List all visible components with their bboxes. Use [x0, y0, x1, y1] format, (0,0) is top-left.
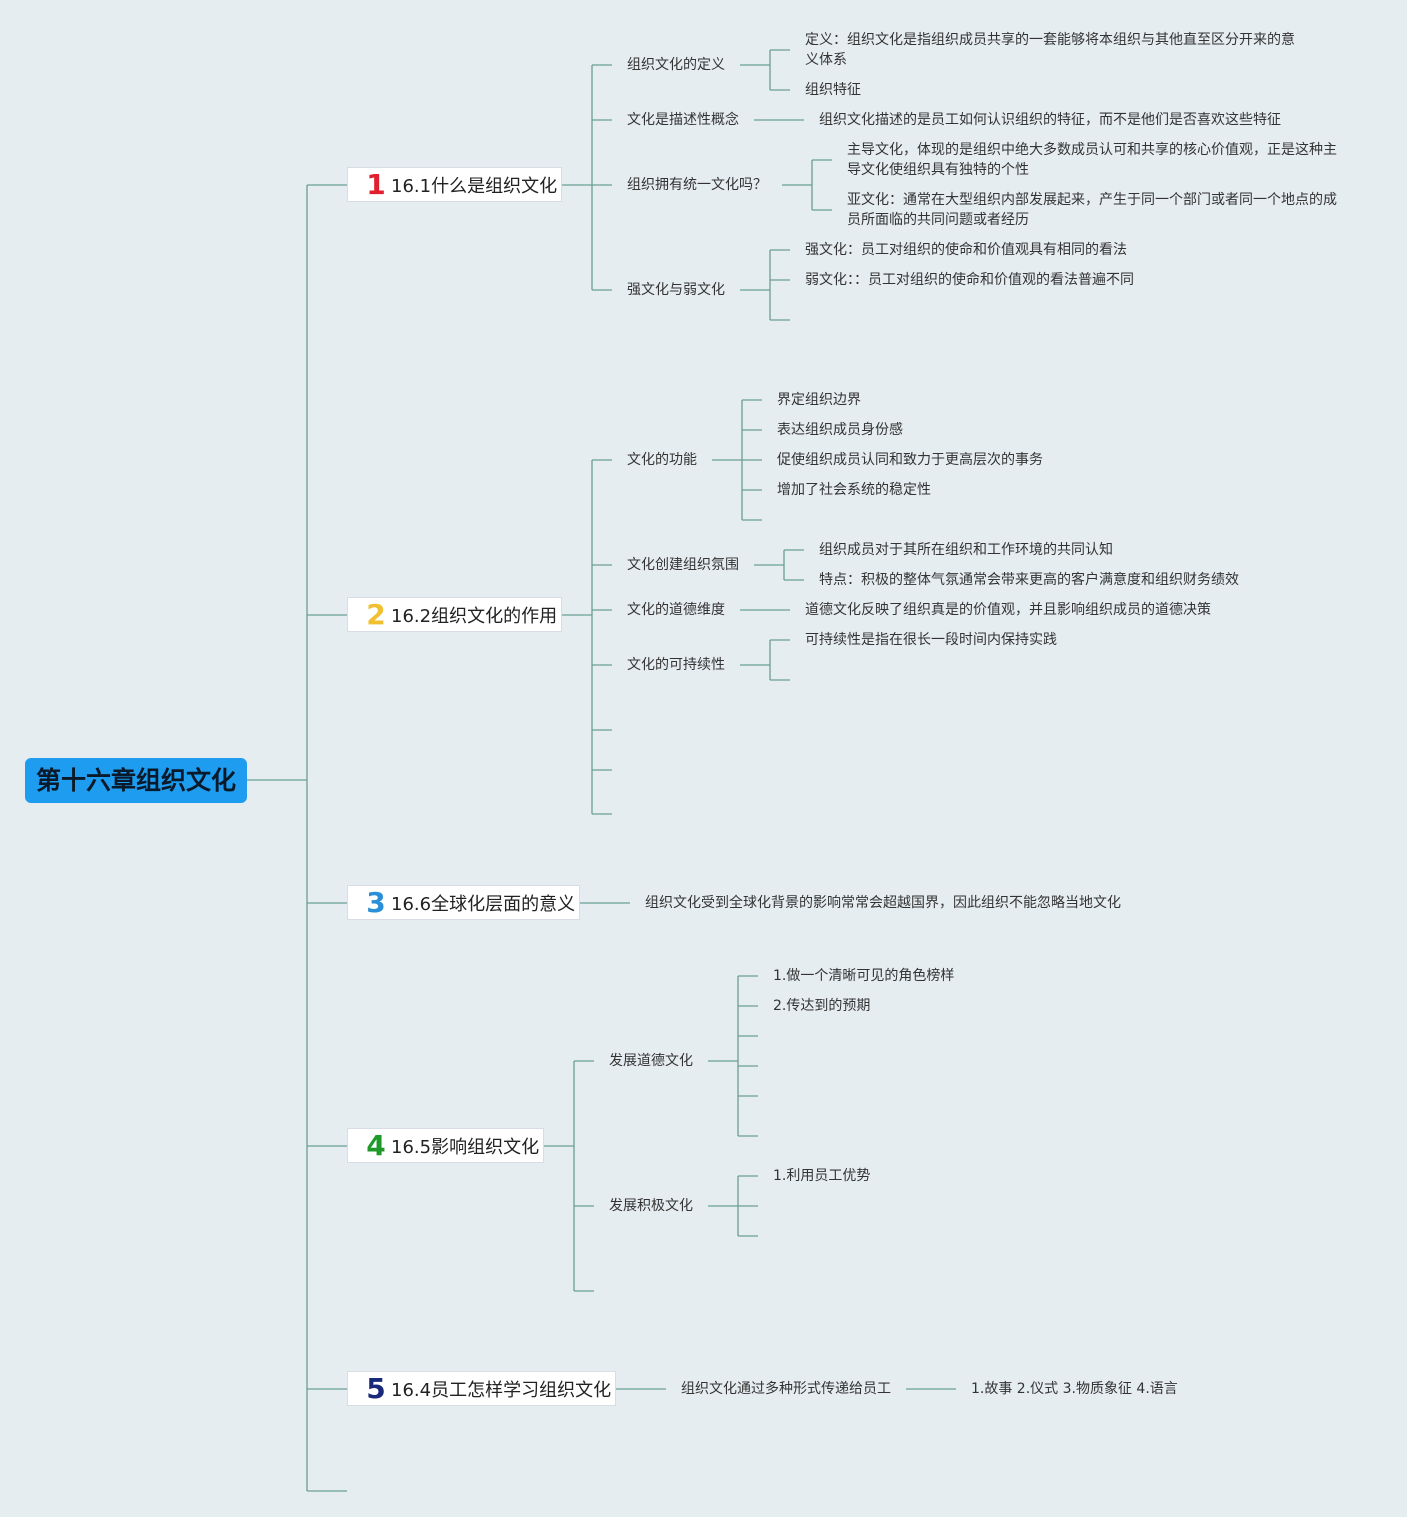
topic-climate-feature[interactable]: 特点：积极的整体气氛通常会带来更高的客户满意度和组织财务绩效: [819, 572, 1239, 588]
topic-subculture[interactable]: 亚文化：通常在大型组织内部发展起来，产生于同一个部门或者同一个地点的成员所面临的…: [847, 192, 1337, 228]
subtopic-sustainability[interactable]: 文化的可持续性: [627, 657, 725, 673]
branch-topic-4[interactable]: 4 16.5影响组织文化: [347, 1128, 544, 1163]
number-1-icon: 1: [366, 167, 386, 201]
topic-function-item[interactable]: 促使组织成员认同和致力于更高层次的事务: [777, 452, 1043, 468]
topic-employee-strengths[interactable]: 1.利用员工优势: [773, 1168, 871, 1184]
number-5-icon: 5: [366, 1371, 386, 1405]
topic-expectations[interactable]: 2.传达到的预期: [773, 998, 871, 1014]
subtopic-globalization[interactable]: 组织文化受到全球化背景的影响常常会超越国界，因此组织不能忽略当地文化: [645, 895, 1121, 911]
topic-function-item[interactable]: 增加了社会系统的稳定性: [777, 482, 931, 498]
topic-weak-culture[interactable]: 弱文化：：员工对组织的使命和价值观的看法普遍不同: [805, 272, 1134, 288]
branch-label: 16.6全球化层面的意义: [391, 893, 576, 915]
branch-topic-2[interactable]: 2 16.2组织文化的作用: [347, 597, 562, 632]
subtopic-culture-definition[interactable]: 组织文化的定义: [627, 57, 725, 73]
root-topic[interactable]: 第十六章组织文化: [25, 758, 247, 803]
topic-function-item[interactable]: 表达组织成员身份感: [777, 422, 903, 438]
branch-label: 16.4员工怎样学习组织文化: [391, 1379, 612, 1401]
subtopic-unified-culture[interactable]: 组织拥有统一文化吗？: [627, 177, 767, 193]
branch-label: 16.5影响组织文化: [391, 1136, 540, 1158]
topic-org-features[interactable]: 组织特征: [805, 82, 861, 98]
branch-topic-5[interactable]: 5 16.4员工怎样学习组织文化: [347, 1371, 616, 1406]
topic-function-item[interactable]: 界定组织边界: [777, 392, 861, 408]
topic-role-model[interactable]: 1.做一个清晰可见的角色榜样: [773, 968, 955, 984]
topic-dominant-culture[interactable]: 主导文化，体现的是组织中绝大多数成员认可和共享的核心价值观，正是这种主导文化使组…: [847, 142, 1337, 178]
branch-topic-3[interactable]: 3 16.6全球化层面的意义: [347, 885, 580, 920]
subtopic-strong-weak[interactable]: 强文化与弱文化: [627, 282, 725, 298]
topic-climate-perception[interactable]: 组织成员对于其所在组织和工作环境的共同认知: [819, 542, 1113, 558]
number-2-icon: 2: [366, 597, 386, 631]
subtopic-culture-transmission[interactable]: 组织文化通过多种形式传递给员工: [681, 1381, 891, 1397]
topic-strong-culture[interactable]: 强文化：员工对组织的使命和价值观具有相同的看法: [805, 242, 1127, 258]
subtopic-ethical-dimension[interactable]: 文化的道德维度: [627, 602, 725, 618]
subtopic-descriptive-concept[interactable]: 文化是描述性概念: [627, 112, 739, 128]
number-3-icon: 3: [366, 885, 386, 919]
subtopic-culture-functions[interactable]: 文化的功能: [627, 452, 697, 468]
branch-label: 16.2组织文化的作用: [391, 605, 558, 627]
topic-transmission-forms[interactable]: 1.故事 2.仪式 3.物质象征 4.语言: [971, 1381, 1178, 1397]
subtopic-ethical-culture-dev[interactable]: 发展道德文化: [609, 1053, 693, 1069]
branch-topic-1[interactable]: 1 16.1什么是组织文化: [347, 167, 562, 202]
topic-ethical-culture[interactable]: 道德文化反映了组织真是的价值观，并且影响组织成员的道德决策: [805, 602, 1211, 618]
topic-sustainability-def[interactable]: 可持续性是指在很长一段时间内保持实践: [805, 632, 1057, 648]
number-4-icon: 4: [366, 1128, 386, 1162]
branch-label: 16.1什么是组织文化: [391, 175, 558, 197]
topic-descriptive-text[interactable]: 组织文化描述的是员工如何认识组织的特征，而不是他们是否喜欢这些特征: [819, 112, 1281, 128]
subtopic-org-climate[interactable]: 文化创建组织氛围: [627, 557, 739, 573]
topic-definition-text[interactable]: 定义：组织文化是指组织成员共享的一套能够将本组织与其他直至区分开来的意义体系: [805, 32, 1295, 68]
subtopic-positive-culture-dev[interactable]: 发展积极文化: [609, 1198, 693, 1214]
